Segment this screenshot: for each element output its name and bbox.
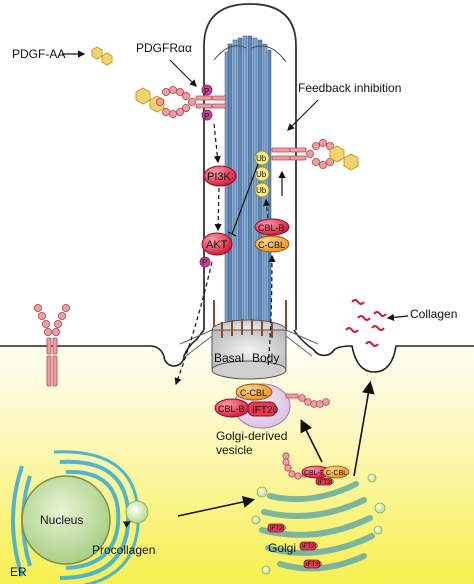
ub-badge — [254, 182, 270, 198]
feedback-pointer — [287, 99, 319, 131]
golgi-ift20-label: IFT20 — [306, 562, 322, 568]
c-cbl-node — [254, 235, 290, 253]
golgi-to-membrane-arrow — [353, 380, 375, 477]
pi3k-label: PI3K — [207, 171, 232, 183]
basal-body: Basal Body — [179, 319, 319, 380]
pdgfr-pointer — [169, 59, 197, 87]
golgi-derived-vesicle: C-CBL CBL-B IFT20 — [214, 383, 330, 429]
pdgf-aa-ligand-icon — [91, 46, 113, 66]
procollagen-label: Procollagen — [92, 543, 155, 557]
phospho-badge — [199, 256, 211, 268]
signaling-arrows — [174, 123, 286, 386]
pdgf-hexagon — [343, 153, 359, 171]
pdgfr-right-complex — [271, 138, 359, 171]
vesicle-cbl-b-label: CBL-B — [218, 404, 245, 414]
plasma-membrane — [0, 329, 474, 373]
cbl-b-node — [254, 218, 290, 236]
golgi-ift20-label: IFT20 — [270, 526, 286, 532]
vesicle-ift20-node — [247, 401, 277, 417]
phospho-label: P — [202, 258, 207, 267]
ub-label: Ub — [256, 154, 267, 163]
golgi-label: Golgi — [268, 541, 296, 555]
pi3k-node — [203, 165, 237, 187]
vesicle-label-line2: vesicle — [216, 443, 253, 457]
ub-label: Ub — [256, 170, 267, 179]
pdgf-hexagon — [329, 145, 345, 163]
feedback-label: Feedback inhibition — [298, 81, 401, 95]
pdgfr-label: PDGFRαα — [136, 41, 192, 55]
phospho-label: P — [204, 87, 209, 96]
ub-badge — [254, 166, 270, 182]
basal-label: Basal — [214, 351, 244, 365]
collagen-label: Collagen — [410, 307, 457, 321]
procollagen-to-golgi-arrow — [177, 496, 255, 517]
golgi-c-cbl-label: C-CBL — [326, 470, 347, 477]
golgi-vesicles — [251, 473, 386, 575]
phospho-label: P — [204, 112, 209, 121]
golgi-ift20-label: IFT20 — [318, 480, 334, 486]
cbl-b-label: CBL-B — [258, 223, 285, 233]
procollagen-vesicle — [125, 500, 149, 524]
collagen-pointer — [386, 313, 409, 321]
collagen-fibers — [345, 299, 387, 347]
nucleus-label: Nucleus — [40, 513, 83, 527]
pdgf-hexagon — [135, 87, 151, 105]
vesicle-ift20-label: IFT20 — [252, 405, 279, 416]
c-cbl-label: C-CBL — [258, 240, 285, 250]
er-to-procollagen-arrow — [123, 521, 132, 528]
golgi-receptor-chain — [282, 452, 313, 480]
phospho-badge — [201, 109, 213, 121]
golgi-to-vesicle-arrow — [300, 419, 323, 463]
ub-badge — [254, 150, 270, 166]
golgi-cbl-cluster: CBL-B C-CBL IFT20 — [301, 465, 350, 486]
akt-label: AKT — [206, 239, 228, 251]
ub-label: Ub — [256, 186, 267, 195]
pdgfr-left-complex: P P — [135, 84, 227, 121]
vesicle-c-cbl-node — [235, 383, 273, 401]
akt-node — [201, 232, 233, 256]
endoplasmic-reticulum — [11, 450, 140, 584]
nucleus — [21, 475, 111, 565]
membrane-receptor — [34, 303, 71, 387]
body-label: Body — [252, 351, 279, 365]
golgi-ift20-label: IFT20 — [302, 544, 318, 550]
golgi-apparatus — [259, 481, 375, 572]
vesicle-label-line1: Golgi-derived — [216, 429, 287, 443]
er-label: ER — [10, 565, 27, 579]
vesicle-c-cbl-label: C-CBL — [240, 388, 267, 398]
pdgf-aa-label: PDGF-AA — [12, 47, 65, 61]
golgi-cbl-b-label: CBL-B — [304, 470, 325, 477]
ubiquitin-chain: Ub Ub Ub — [254, 150, 270, 198]
phospho-badge — [201, 84, 213, 96]
golgi-ift20-markers: IFT20 IFT20 IFT20 — [267, 523, 322, 569]
